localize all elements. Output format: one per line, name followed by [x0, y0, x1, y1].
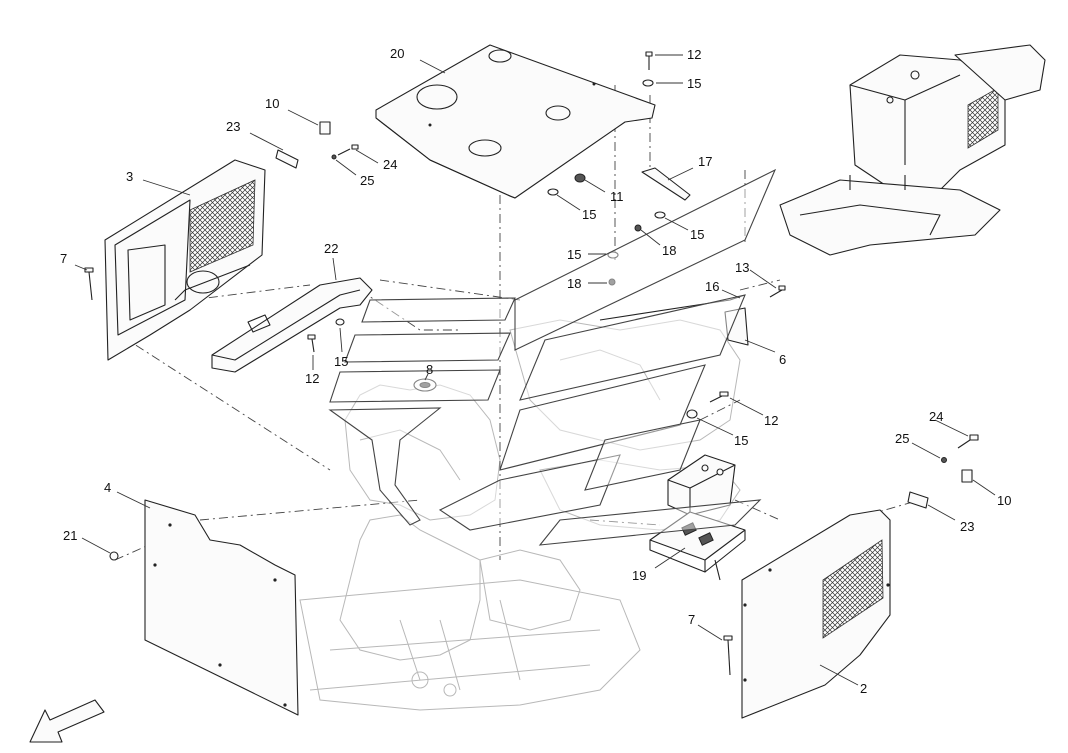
leader-lines	[74, 54, 996, 686]
callout-15: 15	[334, 354, 348, 369]
washer-25-left	[331, 154, 337, 160]
callout-10: 10	[997, 493, 1011, 508]
lower-right-panel	[741, 509, 891, 719]
top-cover-plate	[375, 44, 656, 199]
screw-24-left	[337, 144, 359, 156]
callout-15: 15	[582, 207, 596, 222]
callout-25: 25	[895, 431, 909, 446]
nut-11	[574, 173, 586, 183]
callout-16: 16	[705, 279, 719, 294]
nut-18-b	[608, 278, 616, 286]
direction-arrow-icon	[29, 699, 105, 743]
plate-23-right	[907, 491, 929, 509]
watermark-logo	[328, 168, 777, 546]
bolt-12-mid	[307, 334, 316, 353]
plate-23-left	[275, 149, 299, 169]
callout-23: 23	[960, 519, 974, 534]
clip-10-right	[961, 469, 973, 483]
callout-10: 10	[265, 96, 279, 111]
callout-23: 23	[226, 119, 240, 134]
callout-24: 24	[383, 157, 397, 172]
bolt-13	[769, 285, 786, 298]
callout-20: 20	[390, 46, 404, 61]
bolt-12-right	[709, 391, 729, 403]
battery-tray-19	[649, 511, 746, 581]
callout-17: 17	[698, 154, 712, 169]
callout-2: 2	[860, 681, 867, 696]
callout-12: 12	[305, 371, 319, 386]
callout-15: 15	[687, 76, 701, 91]
bolt-7-right	[723, 635, 733, 676]
bolt-12-top	[645, 51, 653, 70]
bracket-17	[641, 167, 691, 201]
callout-4: 4	[104, 480, 111, 495]
callout-6: 6	[779, 352, 786, 367]
callout-12: 12	[687, 47, 701, 62]
callout-11: 11	[610, 189, 624, 204]
callout-15: 15	[690, 227, 704, 242]
fastener-21	[109, 551, 119, 561]
callout-22: 22	[324, 241, 338, 256]
grommet-8	[413, 378, 437, 392]
washer-15-f	[686, 409, 698, 419]
nut-18-a	[634, 224, 642, 232]
washer-15-e	[335, 318, 345, 326]
washer-15-b	[547, 188, 559, 196]
callout-3: 3	[126, 169, 133, 184]
callout-15: 15	[734, 433, 748, 448]
machine-frame	[299, 319, 741, 711]
washer-25-right	[941, 457, 947, 463]
callout-18: 18	[567, 276, 581, 291]
callout-15: 15	[567, 247, 581, 262]
bolt-7-left	[84, 267, 94, 301]
fasteners	[84, 51, 979, 676]
callout-24: 24	[929, 409, 943, 424]
callout-7: 7	[688, 612, 695, 627]
clip-10-left	[319, 121, 331, 135]
callout-12: 12	[764, 413, 778, 428]
support-bar	[211, 277, 373, 373]
callout-8: 8	[426, 362, 433, 377]
callout-25: 25	[360, 173, 374, 188]
callout-7: 7	[60, 251, 67, 266]
callout-13: 13	[735, 260, 749, 275]
callout-19: 19	[632, 568, 646, 583]
assembled-machine-view	[779, 44, 1046, 256]
washer-15-top	[642, 79, 654, 87]
callout-21: 21	[63, 528, 77, 543]
callout-18: 18	[662, 243, 676, 258]
washer-15-d	[607, 251, 619, 259]
screw-24-right	[957, 434, 979, 449]
callout-labels: 20 12 15 10 23 24 25 3 17 11 15 15 18 15…	[60, 46, 1011, 696]
washer-15-c	[654, 211, 666, 219]
battery	[667, 454, 736, 516]
lower-left-panel	[144, 499, 299, 716]
left-side-panel	[104, 159, 266, 361]
